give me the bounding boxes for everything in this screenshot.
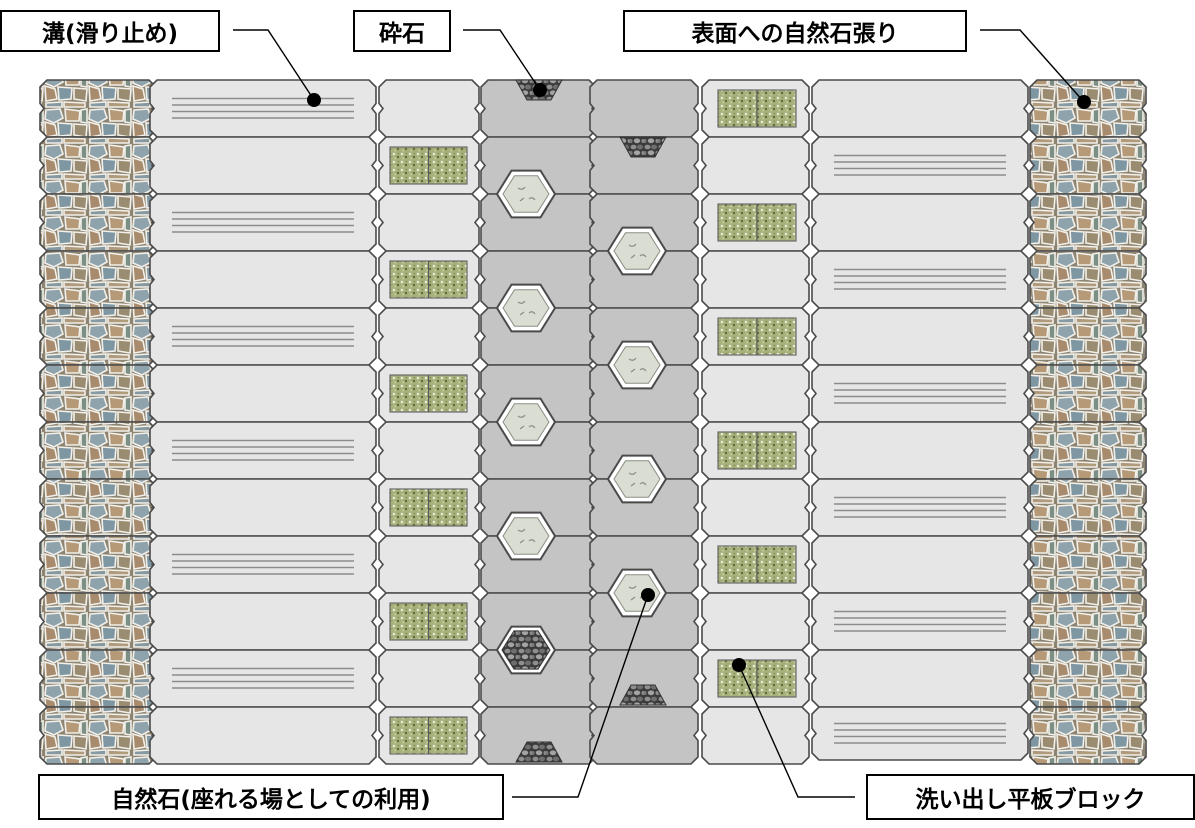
stone-mosaic-icon bbox=[39, 706, 157, 765]
grooved-paver bbox=[811, 706, 1029, 761]
leader-crushed-stone bbox=[463, 29, 541, 91]
stone-mosaic-icon bbox=[39, 649, 157, 708]
grooved-paver bbox=[149, 250, 377, 309]
gravel-icon bbox=[619, 684, 667, 706]
stone-mosaic-icon bbox=[1029, 706, 1147, 765]
grooved-paver bbox=[811, 649, 1029, 708]
stone-mosaic-icon bbox=[1029, 364, 1147, 423]
stone-mosaic-icon bbox=[39, 592, 157, 651]
label-washed-block: 洗い出し平板ブロック bbox=[866, 774, 1195, 820]
grooved-paver bbox=[149, 193, 377, 252]
leader-groove bbox=[233, 29, 315, 101]
narrow-paver bbox=[701, 136, 810, 195]
leader-natural-stone bbox=[512, 594, 649, 798]
gravel-icon bbox=[619, 136, 667, 158]
leader-natural-stone-dot bbox=[641, 588, 655, 602]
grooved-paver bbox=[149, 706, 377, 765]
boulder-icon bbox=[613, 574, 661, 612]
narrow-paver bbox=[701, 478, 810, 537]
boulder-crack bbox=[517, 300, 536, 316]
grooved-paver bbox=[811, 421, 1029, 480]
gravel-icon bbox=[515, 741, 563, 763]
stone-mosaic-icon bbox=[39, 307, 157, 366]
grooved-paver bbox=[811, 592, 1029, 651]
boulder-crack bbox=[517, 528, 536, 544]
stone-mosaic-icon bbox=[1029, 136, 1147, 195]
stone-mosaic-icon bbox=[39, 364, 157, 423]
leader-stone-cladding-dot bbox=[1077, 95, 1091, 109]
boulder-icon bbox=[502, 517, 550, 555]
narrow-paver bbox=[378, 307, 480, 366]
boulder-crack bbox=[628, 243, 647, 259]
stone-mosaic-icon bbox=[39, 535, 157, 594]
grooved-paver bbox=[811, 250, 1029, 309]
boulder-icon bbox=[502, 175, 550, 213]
grooved-paver bbox=[149, 136, 377, 195]
grooved-paver bbox=[811, 307, 1029, 366]
stone-mosaic-icon bbox=[1029, 592, 1147, 651]
narrow-paver bbox=[378, 421, 480, 480]
stone-mosaic-icon bbox=[1029, 193, 1147, 252]
grooved-paver bbox=[149, 592, 377, 651]
stone-mosaic-icon bbox=[39, 193, 157, 252]
stone-mosaic-icon bbox=[1029, 250, 1147, 309]
grooved-paver bbox=[811, 478, 1029, 537]
boulder-icon bbox=[613, 232, 661, 270]
grooved-paver bbox=[149, 478, 377, 537]
stone-mosaic-icon bbox=[39, 250, 157, 309]
leader-washed-block-dot bbox=[732, 658, 746, 672]
gravel-icon bbox=[501, 630, 551, 670]
narrow-paver bbox=[378, 535, 480, 594]
stone-mosaic-icon bbox=[1029, 307, 1147, 366]
stone-mosaic-icon bbox=[39, 478, 157, 537]
stone-mosaic-icon bbox=[39, 136, 157, 195]
narrow-paver bbox=[378, 79, 480, 138]
boulder-icon bbox=[502, 289, 550, 327]
narrow-paver bbox=[701, 706, 810, 765]
label-groove: 溝(滑り止め) bbox=[0, 10, 220, 52]
leader-crushed-stone-dot bbox=[533, 83, 547, 97]
grooved-paver bbox=[811, 79, 1029, 138]
grooved-paver bbox=[811, 193, 1029, 252]
narrow-paver bbox=[701, 250, 810, 309]
narrow-paver bbox=[701, 364, 810, 423]
stone-mosaic-icon bbox=[1029, 649, 1147, 708]
grooved-paver bbox=[149, 421, 377, 480]
stone-mosaic-icon bbox=[39, 421, 157, 480]
grooved-paver bbox=[811, 364, 1029, 423]
grooved-paver bbox=[149, 79, 377, 138]
grooved-paver bbox=[149, 307, 377, 366]
grooved-paver bbox=[811, 535, 1029, 594]
boulder-crack bbox=[517, 414, 536, 430]
label-natural-stone: 自然石(座れる場としての利用) bbox=[38, 774, 504, 820]
leader-washed-block bbox=[738, 664, 855, 798]
label-crushed-stone: 砕石 bbox=[353, 10, 451, 52]
narrow-paver bbox=[701, 592, 810, 651]
narrow-paver bbox=[378, 649, 480, 708]
grooved-paver bbox=[149, 364, 377, 423]
grooved-paver bbox=[811, 136, 1029, 195]
boulder-icon bbox=[613, 460, 661, 498]
boulder-crack bbox=[628, 357, 647, 373]
label-stone-cladding: 表面への自然石張り bbox=[623, 10, 967, 52]
stone-mosaic-icon bbox=[1029, 535, 1147, 594]
leader-stone-cladding bbox=[980, 29, 1085, 103]
grooved-paver bbox=[149, 535, 377, 594]
boulder-crack bbox=[628, 471, 647, 487]
grooved-paver bbox=[149, 649, 377, 708]
boulder-icon bbox=[502, 403, 550, 441]
center-paver bbox=[589, 79, 699, 138]
stone-mosaic-icon bbox=[1029, 421, 1147, 480]
center-paver bbox=[589, 706, 699, 765]
stone-mosaic-icon bbox=[39, 79, 157, 138]
boulder-icon bbox=[613, 346, 661, 384]
boulder-crack bbox=[517, 186, 536, 202]
narrow-paver bbox=[378, 193, 480, 252]
leader-groove-dot bbox=[307, 93, 321, 107]
stone-mosaic-icon bbox=[1029, 79, 1147, 138]
stone-mosaic-icon bbox=[1029, 478, 1147, 537]
